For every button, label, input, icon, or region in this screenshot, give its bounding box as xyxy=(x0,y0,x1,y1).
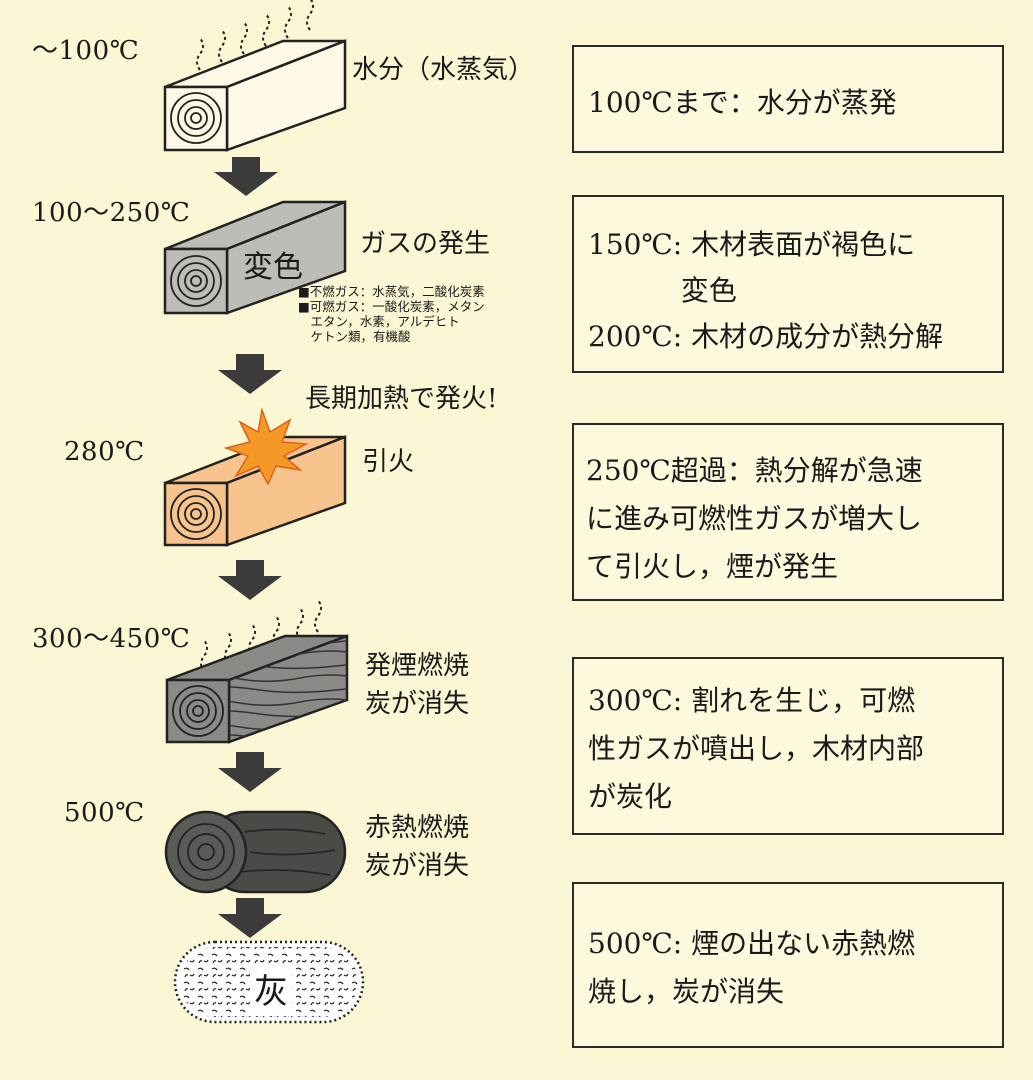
stage-1-temp: ～100℃ xyxy=(32,36,140,66)
wood-block-charred xyxy=(165,634,349,744)
stage-5-temp: 500℃ xyxy=(64,798,145,828)
gas-note: ■可燃ガス：一酸化炭素，メタン xyxy=(298,299,485,314)
description-line: に進み可燃性ガスが増大し xyxy=(586,502,923,535)
stage-4-label-line: 発煙燃焼 xyxy=(365,651,470,681)
description-line: 150℃: 木材表面が褐色に xyxy=(588,228,916,261)
discolor-label: 変色 xyxy=(243,250,303,285)
description-line: 200℃: 木材の成分が熱分解 xyxy=(588,320,944,353)
stage-4-temp: 300～450℃ xyxy=(32,624,191,654)
stage-5-label-line: 赤熱燃焼 xyxy=(365,813,470,843)
gas-note: ケトン類，有機酸 xyxy=(298,329,411,344)
description-line: 300℃: 割れを生じ，可燃 xyxy=(588,684,916,717)
gas-note: エタン，水素，アルデヒト xyxy=(298,314,460,329)
description-line: 250℃超過：熱分解が急速 xyxy=(586,454,923,487)
description-box-1: 100℃まで：水分が蒸発 xyxy=(572,45,1004,153)
description-box-3: 250℃超過：熱分解が急速 に進み可燃性ガスが増大し て引火し，煙が発生 xyxy=(572,423,1004,601)
description-box-4: 300℃: 割れを生じ，可燃 性ガスが噴出し，木材内部 が炭化 xyxy=(572,657,1004,835)
description-box-5: 500℃: 煙の出ない赤熱燃 焼し，炭が消失 xyxy=(572,882,1004,1048)
stage-1-label: 水分（水蒸気） xyxy=(352,55,535,85)
wood-block-plain xyxy=(163,39,347,152)
wood-block-discolored xyxy=(163,200,347,315)
stage-3-temp: 280℃ xyxy=(64,437,145,467)
stage-2-label: ガスの発生 xyxy=(360,229,491,259)
log-glowing xyxy=(164,810,347,894)
ignition-note: 長期加熱で発火! xyxy=(305,384,498,414)
stage-2-temp: 100～250℃ xyxy=(32,198,191,228)
down-arrow-icon xyxy=(218,354,282,394)
stage-5-label-line: 炭が消失 xyxy=(365,851,470,881)
down-arrow-icon xyxy=(218,752,282,792)
description-line: が炭化 xyxy=(588,780,673,813)
down-arrow-icon xyxy=(214,157,278,196)
description-box-2: 150℃: 木材表面が褐色に 変色 200℃: 木材の成分が熱分解 xyxy=(572,195,1004,373)
down-arrow-icon xyxy=(218,560,282,600)
description-line: 500℃: 煙の出ない赤熱燃 xyxy=(588,927,916,960)
description-line: て引火し，煙が発生 xyxy=(586,550,839,583)
stage-3-label: 引火 xyxy=(362,447,415,477)
ignition-flash-icon xyxy=(223,407,309,486)
description-line: 変色 xyxy=(588,274,737,307)
description-line: 100℃まで：水分が蒸発 xyxy=(588,86,897,119)
down-arrow-icon xyxy=(218,898,282,938)
ash-label: 灰 xyxy=(250,964,292,1013)
gas-note: ■不燃ガス：水蒸気，二酸化炭素 xyxy=(298,284,485,299)
description-line: 性ガスが噴出し，木材内部 xyxy=(588,732,925,765)
stage-4-label-line: 炭が消失 xyxy=(365,689,470,719)
description-line: 焼し，炭が消失 xyxy=(588,975,785,1008)
